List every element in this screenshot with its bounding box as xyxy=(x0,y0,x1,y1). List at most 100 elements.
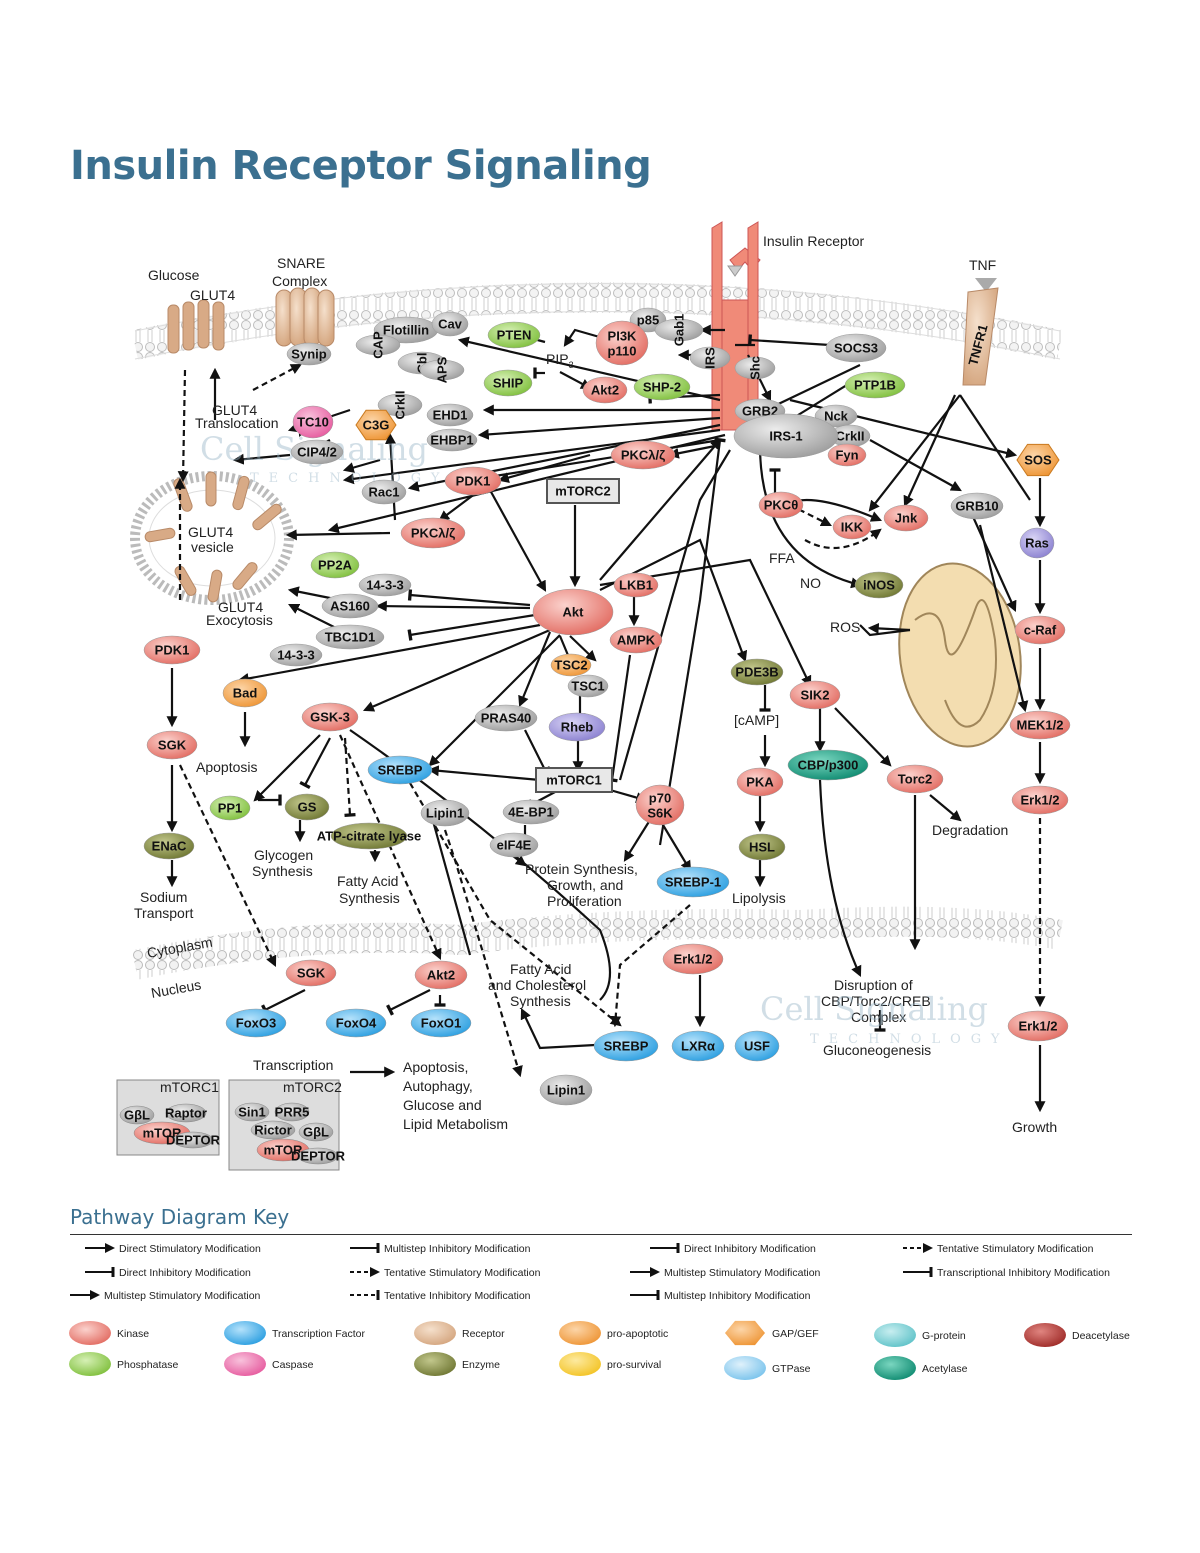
node-pkct: PKCθ xyxy=(758,491,804,519)
key-type-label-8: Caspase xyxy=(272,1359,314,1371)
node-label-mek: MEK1/2 xyxy=(1017,718,1064,733)
node-shape-shc xyxy=(734,356,776,380)
node-shape-mek xyxy=(1009,710,1071,740)
node-ebp1: 4E-BP1 xyxy=(502,799,560,825)
complex-sub-label-0: GβL xyxy=(124,1108,150,1123)
node-shape-atp xyxy=(330,822,408,850)
node-shc: Shc xyxy=(734,356,776,380)
fac-label-2: and Cholesterol xyxy=(488,977,586,993)
node-ehbp1: EHBP1 xyxy=(426,428,478,452)
node-shape-tsc1 xyxy=(567,674,609,698)
node-label-srebp1: SREBP-1 xyxy=(665,875,721,890)
pip3-text: PIP xyxy=(546,351,569,367)
node-shape-pde3b xyxy=(730,658,784,686)
edge-71 xyxy=(758,444,863,589)
glut4-translocation-label: GLUT4 xyxy=(212,402,257,418)
node-shape-pdk1_l xyxy=(143,635,201,665)
insulin-receptor xyxy=(711,221,761,431)
glut4-exocytosis-label: GLUT4 xyxy=(218,599,263,615)
edge-75 xyxy=(903,394,957,508)
node-grb10: GRB10 xyxy=(950,492,1004,520)
node-tsc2: TSC2 xyxy=(550,653,592,677)
node-label-foxo3: FoxO3 xyxy=(236,1016,276,1031)
node-enac: ENaC xyxy=(143,832,195,860)
node-ptp1b: PTP1B xyxy=(844,371,906,399)
node-label-foxo4: FoxO4 xyxy=(336,1016,377,1031)
node-shape-crkii_l xyxy=(377,393,423,417)
node-label-pka: PKA xyxy=(746,775,774,790)
key-arrow-item-5: Tentative Stimulatory Modification xyxy=(350,1267,541,1279)
node-shape-foxo3 xyxy=(225,1008,287,1038)
key-type-item-7: Phosphatase xyxy=(69,1352,178,1376)
snare-complex xyxy=(275,287,335,347)
node-shape-rheb xyxy=(548,712,606,742)
complex-sub-raptor-1: Raptor xyxy=(165,1103,207,1123)
key-swatch-0 xyxy=(69,1321,111,1345)
node-label-gab1: Gab1 xyxy=(672,314,687,347)
complex-sub-label-2: mTOR xyxy=(143,1126,182,1141)
edge-30 xyxy=(232,453,291,465)
node-shape-srebp_top xyxy=(367,755,433,785)
edge-80 xyxy=(978,524,1029,713)
node-lipin1_top: Lipin1 xyxy=(420,799,470,827)
node-label-erk_c: Erk1/2 xyxy=(1020,793,1059,808)
node-label-pi3k: PI3K xyxy=(608,329,638,344)
node-foxo4: FoxO4 xyxy=(325,1008,387,1038)
key-swatch-10 xyxy=(559,1352,601,1376)
node-foxo3: FoxO3 xyxy=(225,1008,287,1038)
node-shape-p70 xyxy=(635,784,685,826)
key-arrow-item-6: Multistep Stimulatory Modification xyxy=(630,1267,821,1279)
node-label-pde3b: PDE3B xyxy=(735,665,778,680)
node-pdk1_l: PDK1 xyxy=(143,635,201,665)
node-label-lkb1: LKB1 xyxy=(619,578,653,593)
node-shape-aps xyxy=(419,359,465,381)
node-shape-sgk xyxy=(146,730,198,760)
disruption-label-2: CBP/Torc2/CREB xyxy=(821,993,931,1009)
node-label-crkii_l: CrkII xyxy=(393,391,408,420)
key-swatch-7 xyxy=(69,1352,111,1376)
node-shape-p1433a xyxy=(358,573,412,597)
edge-112 xyxy=(177,369,189,483)
edge-65 xyxy=(818,779,862,977)
edge-49 xyxy=(524,729,551,774)
key-swatch-3 xyxy=(559,1321,601,1345)
key-type-label-9: Enzyme xyxy=(462,1359,500,1371)
node-label-lipin1_n: Lipin1 xyxy=(547,1083,585,1098)
fatty-acid-label-2: Synthesis xyxy=(339,890,400,906)
key-type-label-11: GTPase xyxy=(772,1363,811,1375)
node-label-irs: IRS xyxy=(703,347,718,369)
snare-label: SNARE xyxy=(277,255,325,271)
node-lipin1_n: Lipin1 xyxy=(539,1074,593,1106)
node-shape-as160 xyxy=(321,593,379,619)
node-shape-pi3k xyxy=(595,320,649,366)
node-mtorc1: mTORC1 xyxy=(535,767,613,793)
node-label-ehbp1: EHBP1 xyxy=(430,433,473,448)
plasma-membrane xyxy=(132,282,1064,360)
node-shape-ikk xyxy=(832,514,872,540)
node-label-aps: APS xyxy=(435,356,450,383)
complex-sub-label-8: mTOR xyxy=(264,1143,303,1158)
key-arrow-item-9: Tentative Inhibitory Modification xyxy=(350,1290,531,1302)
node-label-cap: CAP xyxy=(371,331,386,359)
node-eif4e: eIF4E xyxy=(489,832,539,858)
node-label-fyn: Fyn xyxy=(835,448,858,463)
edge-8 xyxy=(748,334,831,347)
sodium-label: Sodium xyxy=(140,889,187,905)
key-arrow-label-8: Multistep Stimulatory Modification xyxy=(104,1290,261,1302)
node-label-p85: p85 xyxy=(637,313,659,328)
node-cbp: CBP/p300 xyxy=(787,749,869,781)
node-pdk1: PDK1 xyxy=(444,466,502,496)
node-label-sik2: SIK2 xyxy=(801,688,830,703)
edge-113 xyxy=(252,363,302,391)
node-label-p70: p70 xyxy=(649,791,671,806)
edge-10 xyxy=(766,364,861,414)
ros-label: ROS xyxy=(830,619,860,635)
node-label-shc: Shc xyxy=(748,356,763,380)
edge-50 xyxy=(427,765,541,782)
node-label-pdk1: PDK1 xyxy=(456,474,491,489)
no-label: NO xyxy=(800,575,821,591)
node-shape-bad xyxy=(222,678,268,708)
key-arrow-item-0: Direct Stimulatory Modification xyxy=(85,1243,261,1255)
